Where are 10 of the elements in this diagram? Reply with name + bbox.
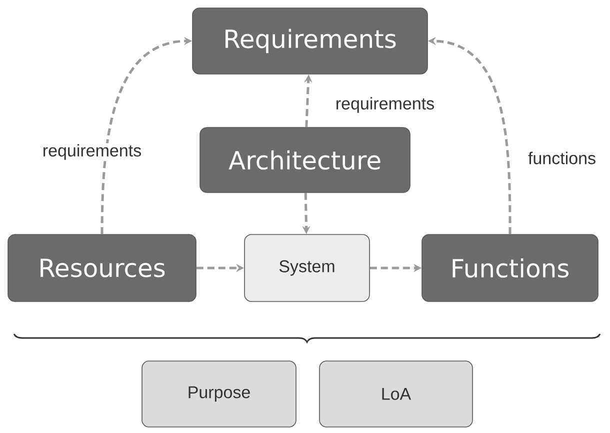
process-box: Resources bbox=[8, 234, 196, 302]
process-box: Architecture bbox=[200, 127, 410, 193]
category-box: LoA bbox=[319, 360, 473, 428]
edge-label: functions bbox=[526, 150, 598, 166]
edge-label: requirements bbox=[334, 96, 436, 114]
system-box: System bbox=[244, 234, 370, 302]
category-box: Purpose bbox=[142, 360, 296, 428]
edge-label: requirements bbox=[41, 143, 143, 161]
process-box: Requirements bbox=[192, 8, 428, 74]
process-box: Functions bbox=[422, 234, 598, 302]
